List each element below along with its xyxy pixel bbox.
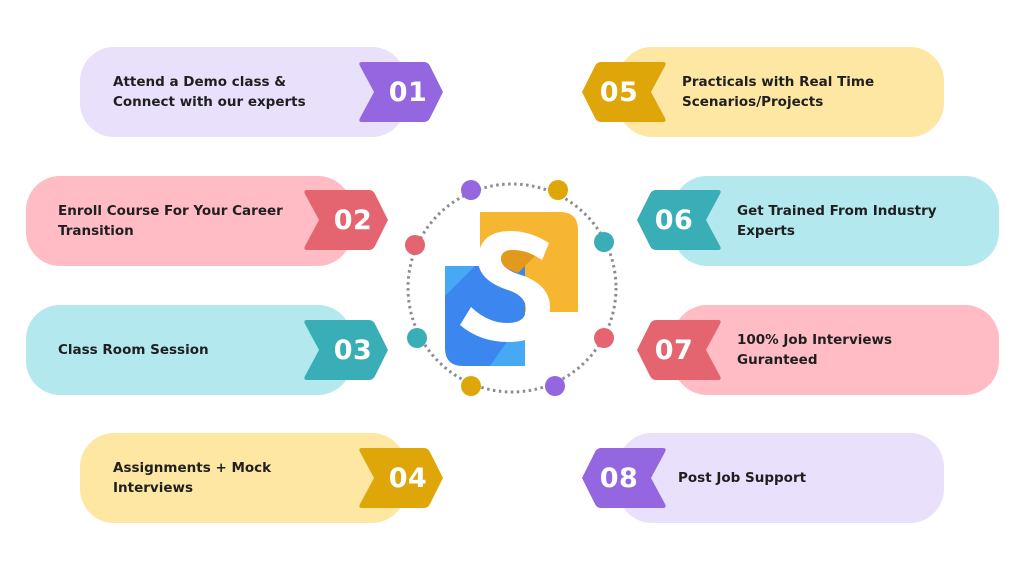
step-badge-03: 03 <box>303 320 389 380</box>
step-label: Enroll Course For Your Career Transition <box>58 203 283 239</box>
chevron-left-icon <box>582 62 666 122</box>
ring-dot <box>407 328 427 348</box>
dotted-ring <box>405 180 618 396</box>
step-number: 02 <box>333 204 373 236</box>
step-card-02: Enroll Course For Your Career Transition <box>26 176 352 266</box>
step-label: Assignments + Mock Interviews <box>113 460 272 496</box>
step-label: 100% Job Interviews Guranteed <box>737 332 893 368</box>
step-label: Class Room Session <box>58 342 209 358</box>
chevron-right-icon <box>304 190 388 250</box>
step-label: Post Job Support <box>678 470 807 486</box>
chevron-left-icon <box>637 320 721 380</box>
chevron-right-icon <box>304 320 388 380</box>
ring-dot <box>405 235 425 255</box>
chevron-left-icon <box>582 448 666 508</box>
logo-icon <box>445 212 578 366</box>
step-card-05: Practicals with Real Time Scenarios/Proj… <box>618 47 944 137</box>
step-card-08: Post Job Support <box>618 433 944 523</box>
ring-dot <box>461 376 481 396</box>
step-label: Get Trained From Industry Experts <box>737 203 937 239</box>
step-badge-02: 02 <box>303 190 389 250</box>
step-card-04: Assignments + Mock Interviews <box>80 433 406 523</box>
step-badge-04: 04 <box>358 448 444 508</box>
ring-dot <box>594 232 614 252</box>
step-card-07: 100% Job Interviews Guranteed <box>673 305 999 395</box>
step-number: 03 <box>333 334 373 366</box>
step-badge-07: 07 <box>636 320 722 380</box>
step-label: Practicals with Real Time Scenarios/Proj… <box>682 74 875 110</box>
step-badge-08: 08 <box>581 448 667 508</box>
step-card-01: Attend a Demo class & Connect with our e… <box>80 47 406 137</box>
step-label: Attend a Demo class & Connect with our e… <box>113 74 306 110</box>
chevron-right-icon <box>359 62 443 122</box>
step-number: 06 <box>654 204 694 236</box>
step-number: 07 <box>654 334 694 366</box>
ring-dot <box>594 328 614 348</box>
step-number: 01 <box>388 76 428 108</box>
center-logo-group <box>400 176 624 400</box>
step-badge-05: 05 <box>581 62 667 122</box>
step-badge-01: 01 <box>358 62 444 122</box>
ring-dot <box>548 180 568 200</box>
chevron-right-icon <box>359 448 443 508</box>
step-card-06: Get Trained From Industry Experts <box>673 176 999 266</box>
step-number: 04 <box>388 462 428 494</box>
ring-dot <box>461 180 481 200</box>
step-number: 05 <box>599 76 639 108</box>
step-number: 08 <box>599 462 639 494</box>
ring-dot <box>545 376 565 396</box>
step-badge-06: 06 <box>636 190 722 250</box>
chevron-left-icon <box>637 190 721 250</box>
step-card-03: Class Room Session <box>26 305 352 395</box>
